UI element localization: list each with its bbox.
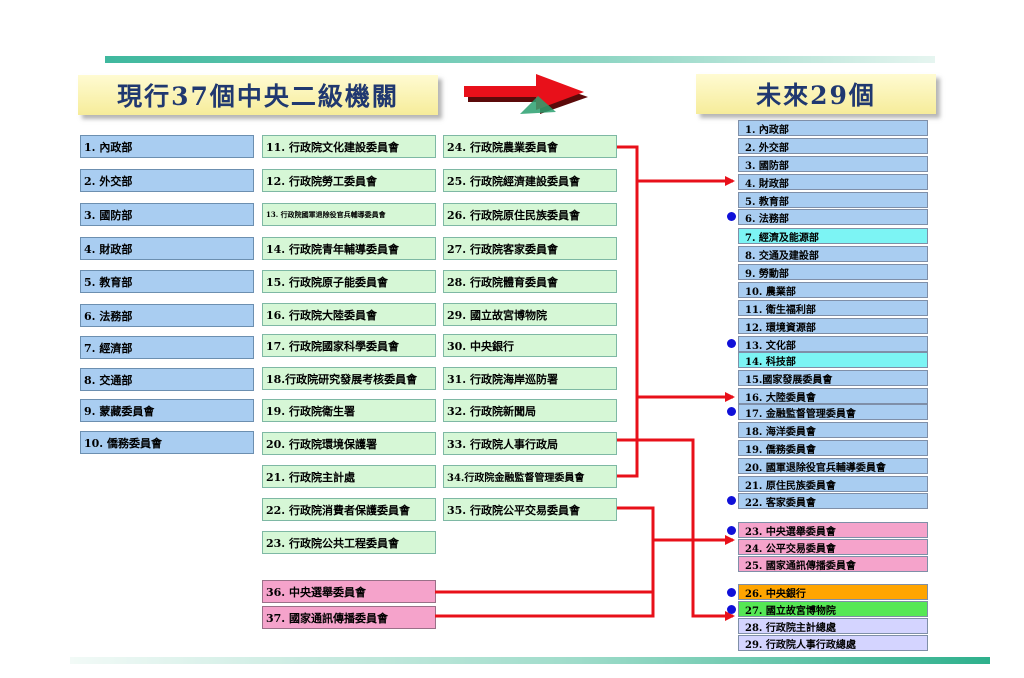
current-agencies-title: 現行37個中央二級機關 — [78, 75, 438, 115]
future-agency-17: 17. 金融監督管理委員會 — [738, 404, 928, 420]
agency-box-20: 20. 行政院環境保護署 — [262, 432, 436, 455]
future-agency-2: 2. 外交部 — [738, 138, 928, 154]
future-agency-24: 24. 公平交易委員會 — [738, 539, 928, 555]
agency-box-37: 37. 國家通訊傳播委員會 — [262, 606, 436, 629]
agency-box-5: 5. 教育部 — [80, 270, 254, 293]
agency-box-2: 2. 外交部 — [80, 169, 254, 192]
future-agency-25: 25. 國家通訊傳播委員會 — [738, 556, 928, 572]
future-agency-20: 20. 國軍退除役官兵輔導委員會 — [738, 458, 928, 474]
future-agency-23: 23. 中央選舉委員會 — [738, 522, 928, 538]
future-agency-14: 14. 科技部 — [738, 352, 928, 368]
future-agency-10: 10. 農業部 — [738, 282, 928, 298]
agency-box-7: 7. 經濟部 — [80, 336, 254, 359]
future-agency-4: 4. 財政部 — [738, 174, 928, 190]
bullet-dot-icon — [727, 212, 736, 221]
right-arrow-icon — [464, 74, 588, 114]
agency-box-10: 10. 僑務委員會 — [80, 431, 254, 454]
bullet-dot-icon — [727, 407, 736, 416]
agency-box-13: 13. 行政院國軍退除役官兵輔導委員會 — [262, 203, 436, 226]
bullet-dot-icon — [727, 526, 736, 535]
agency-box-33: 33. 行政院人事行政局 — [443, 432, 617, 455]
agency-box-12: 12. 行政院勞工委員會 — [262, 169, 436, 192]
future-agency-26: 26. 中央銀行 — [738, 584, 928, 600]
future-agency-19: 19. 僑務委員會 — [738, 440, 928, 456]
future-agency-1: 1. 內政部 — [738, 120, 928, 136]
agency-box-14: 14. 行政院青年輔導委員會 — [262, 237, 436, 260]
future-agency-6: 6. 法務部 — [738, 209, 928, 225]
connector-line-bracket — [617, 145, 639, 478]
connector-line-35 — [435, 506, 655, 594]
agency-box-21: 21. 行政院主計處 — [262, 465, 436, 488]
agency-box-4: 4. 財政部 — [80, 237, 254, 260]
future-agency-15: 15.國家發展委員會 — [738, 370, 928, 386]
future-agencies-title: 未來29個 — [696, 74, 936, 114]
agency-box-8: 8. 交通部 — [80, 368, 254, 391]
future-agency-16: 16. 大陸委員會 — [738, 388, 928, 404]
agency-box-16: 16. 行政院大陸委員會 — [262, 303, 436, 326]
agency-box-31: 31. 行政院海岸巡防署 — [443, 367, 617, 390]
bottom-decorative-line — [70, 657, 990, 664]
agency-box-19: 19. 行政院衛生署 — [262, 399, 436, 422]
agency-box-18: 18.行政院研究發展考核委員會 — [262, 367, 436, 390]
agency-box-23: 23. 行政院公共工程委員會 — [262, 531, 436, 554]
bullet-dot-icon — [727, 339, 736, 348]
agency-box-35: 35. 行政院公平交易委員會 — [443, 498, 617, 521]
agency-box-6: 6. 法務部 — [80, 304, 254, 327]
future-agency-11: 11. 衛生福利部 — [738, 300, 928, 316]
top-decorative-line — [105, 56, 935, 63]
future-agency-5: 5. 教育部 — [738, 192, 928, 208]
future-agency-9: 9. 勞動部 — [738, 264, 928, 280]
agency-box-30: 30. 中央銀行 — [443, 334, 617, 357]
future-agency-18: 18. 海洋委員會 — [738, 422, 928, 438]
agency-box-28: 28. 行政院體育委員會 — [443, 270, 617, 293]
bullet-dot-icon — [727, 496, 736, 505]
future-agency-3: 3. 國防部 — [738, 156, 928, 172]
agency-box-1: 1. 內政部 — [80, 135, 254, 158]
future-agency-27: 27. 國立故宮博物院 — [738, 601, 928, 617]
agency-box-24: 24. 行政院農業委員會 — [443, 135, 617, 158]
future-agency-12: 12. 環境資源部 — [738, 318, 928, 334]
agency-box-36: 36. 中央選舉委員會 — [262, 580, 436, 603]
future-agency-28: 28. 行政院主計總處 — [738, 618, 928, 634]
future-agency-29: 29. 行政院人事行政總處 — [738, 635, 928, 651]
future-agency-21: 21. 原住民族委員會 — [738, 476, 928, 492]
agency-box-3: 3. 國防部 — [80, 203, 254, 226]
agency-box-34: 34.行政院金融監督管理委員會 — [443, 465, 617, 488]
bullet-dot-icon — [727, 588, 736, 597]
connector-line-37 — [435, 592, 655, 618]
agency-box-32: 32. 行政院新聞局 — [443, 399, 617, 422]
agency-box-15: 15. 行政院原子能委員會 — [262, 270, 436, 293]
agency-box-17: 17. 行政院國家科學委員會 — [262, 334, 436, 357]
future-agency-13: 13. 文化部 — [738, 336, 928, 352]
future-agency-7: 7. 經濟及能源部 — [738, 228, 928, 244]
future-agency-8: 8. 交通及建設部 — [738, 246, 928, 262]
agency-box-25: 25. 行政院經濟建設委員會 — [443, 169, 617, 192]
agency-box-27: 27. 行政院客家委員會 — [443, 237, 617, 260]
connector-line-33 — [617, 438, 735, 621]
future-agency-22: 22. 客家委員會 — [738, 493, 928, 509]
bullet-dot-icon — [727, 605, 736, 614]
agency-box-29: 29. 國立故宮博物院 — [443, 303, 617, 326]
agency-box-22: 22. 行政院消費者保護委員會 — [262, 498, 436, 521]
agency-box-26: 26. 行政院原住民族委員會 — [443, 203, 617, 226]
agency-box-9: 9. 蒙藏委員會 — [80, 399, 254, 422]
agency-box-11: 11. 行政院文化建設委員會 — [262, 135, 436, 158]
